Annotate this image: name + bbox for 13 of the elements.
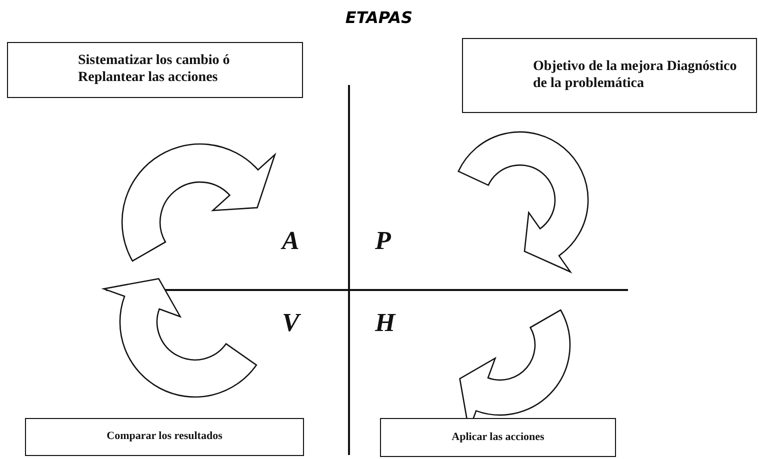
- quadrant-letter: V: [282, 308, 300, 338]
- title: ETAPAS: [345, 8, 413, 27]
- box-text: Comparar los resultados: [106, 430, 222, 444]
- box-text: Objetivo de la mejora Diagnóstico de la problemática: [533, 58, 738, 92]
- text-box: [7, 42, 303, 98]
- quadrant-letter: H: [375, 308, 396, 338]
- quadrant-letter: P: [375, 226, 391, 256]
- box-text: Sistematizar los cambio ó Replantear las acciones: [78, 53, 231, 87]
- box-text: Aplicar las acciones: [452, 430, 544, 444]
- text-box: [462, 38, 757, 113]
- quadrant-letter: A: [282, 226, 300, 256]
- text-box: [25, 418, 304, 456]
- text-box: [380, 418, 616, 457]
